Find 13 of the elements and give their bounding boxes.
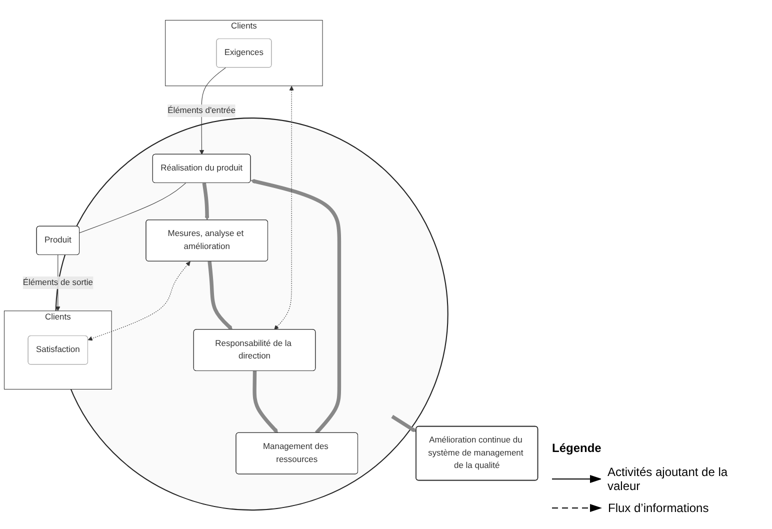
legend-text: Flux d’informations	[608, 501, 709, 515]
arrow	[202, 182, 210, 220]
connector	[79, 182, 186, 234]
arrow	[391, 415, 416, 432]
edge-label: Éléments d'entrée	[168, 106, 236, 116]
arrow	[274, 86, 294, 330]
edge-label: Éléments de sortie	[22, 278, 93, 288]
arrow	[88, 261, 190, 341]
arrow	[252, 371, 278, 434]
legend-title: Légende	[552, 441, 602, 455]
arrow	[250, 179, 342, 434]
arrow	[208, 261, 233, 330]
legend-text: Activités ajoutant de la valeur	[607, 465, 729, 493]
